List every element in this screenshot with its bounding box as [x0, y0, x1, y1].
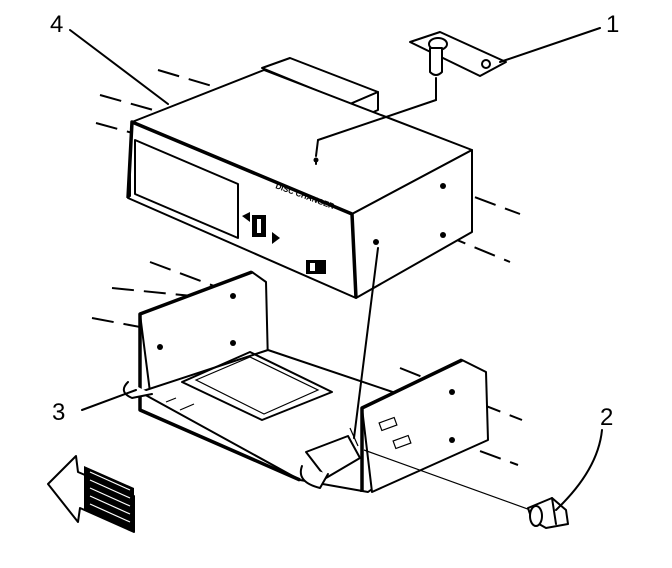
- leader-lines: [69, 27, 603, 511]
- front-direction-arrow-icon: [47, 455, 135, 533]
- callout-2: 2: [600, 404, 613, 431]
- callout-4: 4: [50, 11, 63, 38]
- bolt: [363, 449, 569, 529]
- callout-1: 1: [606, 11, 619, 38]
- ground-strap: [315, 31, 507, 165]
- mounting-bracket: [122, 247, 489, 493]
- callout-3: 3: [52, 399, 65, 426]
- changer-unit: DISC CHANGER: [126, 57, 473, 299]
